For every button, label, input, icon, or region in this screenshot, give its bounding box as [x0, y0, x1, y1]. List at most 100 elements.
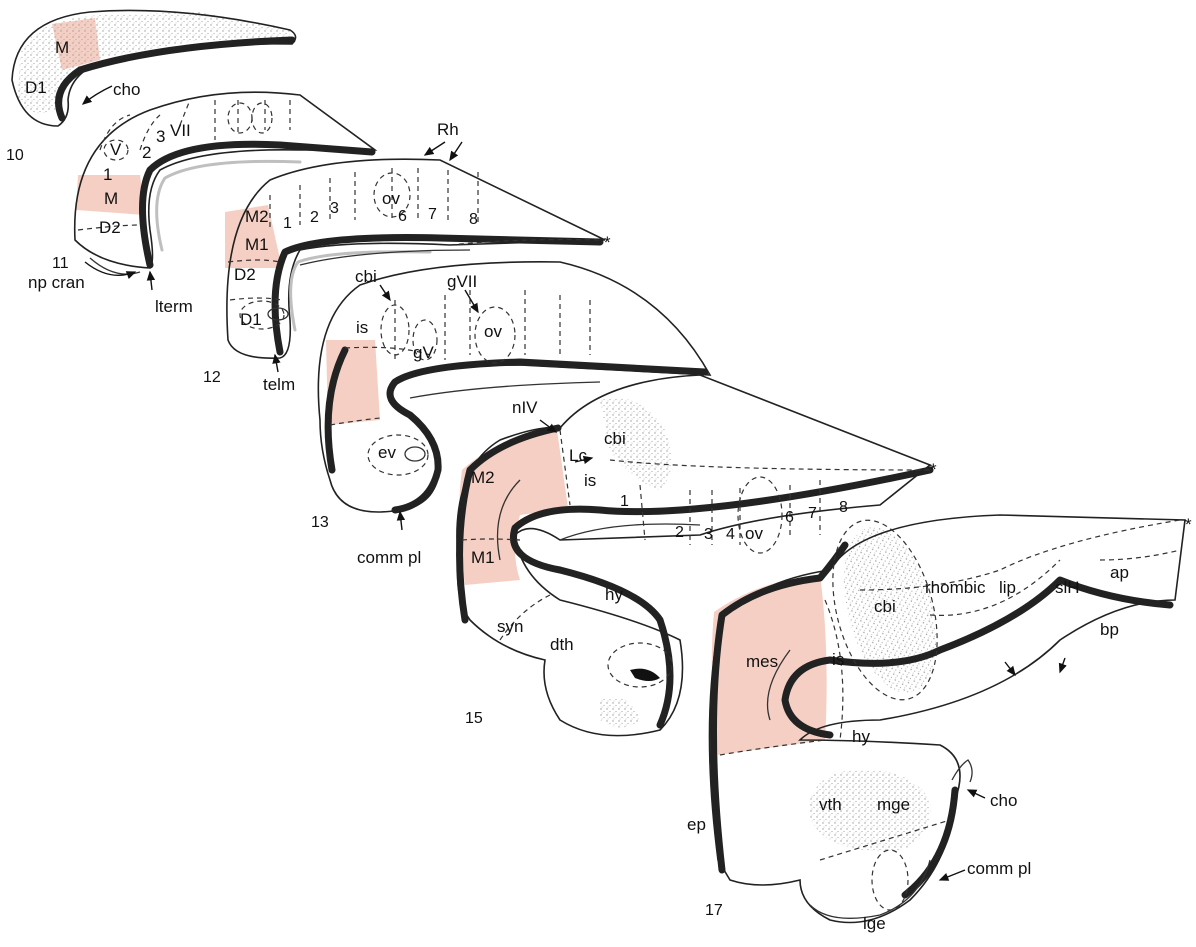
label-comm-pl-17: comm pl — [967, 859, 1031, 878]
label-is-13: is — [356, 318, 368, 337]
label-m1-15: M1 — [471, 548, 495, 567]
label-1-15: 1 — [620, 493, 629, 510]
label-rhombic: rhombic — [925, 578, 986, 597]
label-hy-17: hy — [852, 727, 870, 746]
arrow-gvii — [465, 290, 478, 312]
label-7-12: 7 — [428, 206, 437, 223]
label-bp: bp — [1100, 620, 1119, 639]
label-4-15: 4 — [726, 526, 735, 543]
stage11-oval-2 — [252, 103, 272, 133]
stage17-lge-oval — [872, 850, 908, 910]
label-d2-11: D2 — [99, 218, 121, 237]
label-stage-10: 10 — [6, 147, 24, 164]
label-hy-15: hy — [605, 585, 623, 604]
stage12-notochord — [300, 250, 470, 265]
label-ev: ev — [378, 443, 396, 462]
label-2-15: 2 — [675, 524, 684, 541]
label-cbi-15: cbi — [604, 429, 626, 448]
stage11-oval-1 — [228, 103, 252, 133]
stage-12-embryo — [225, 159, 605, 358]
star-17: * — [1185, 515, 1192, 534]
label-np-cran: np cran — [28, 273, 85, 292]
arrow-lip — [1005, 662, 1015, 675]
label-stage-15: 15 — [465, 710, 483, 727]
label-m2-15: M2 — [471, 468, 495, 487]
label-2-12: 2 — [310, 209, 319, 226]
star-15: * — [930, 460, 937, 479]
label-lip: lip — [999, 578, 1016, 597]
stage15-eye-black — [630, 669, 660, 681]
label-6-12: 6 — [398, 208, 407, 225]
label-m1-12: M1 — [245, 235, 269, 254]
label-lterm: lterm — [155, 297, 193, 316]
label-comm-pl-13: comm pl — [357, 548, 421, 567]
label-m-10: M — [55, 38, 69, 57]
label-stage-17: 17 — [705, 902, 723, 919]
label-mes: mes — [746, 652, 778, 671]
stage15-dth-oval — [608, 643, 672, 687]
label-3-12: 3 — [330, 200, 339, 217]
label-telm: telm — [263, 375, 295, 394]
label-d2-12: D2 — [234, 265, 256, 284]
label-cbi-13: cbi — [355, 267, 377, 286]
stage13-notochord — [410, 382, 600, 398]
star-12: * — [604, 233, 611, 252]
label-stage-13: 13 — [311, 514, 329, 531]
label-ov-15: ov — [745, 524, 763, 543]
label-vii: VII — [170, 121, 191, 140]
label-cho-17: cho — [990, 791, 1017, 810]
arrow-np-cran — [85, 262, 135, 275]
label-gvii: gVII — [447, 272, 477, 291]
label-d1-10: D1 — [25, 78, 47, 97]
label-lge: lge — [863, 914, 886, 933]
arrow-slh — [1060, 658, 1065, 672]
label-3-11: 3 — [156, 127, 165, 146]
label-m2-12: M2 — [245, 207, 269, 226]
label-is-17: is — [832, 650, 844, 669]
label-8-15: 8 — [839, 499, 848, 516]
label-ov-12: ov — [382, 189, 400, 208]
arrow-cho-10 — [83, 86, 112, 104]
arrow-rh-right — [450, 142, 462, 160]
label-v: V — [110, 140, 122, 159]
arrow-cho-17 — [968, 790, 985, 798]
label-lc: Lc — [569, 446, 587, 465]
arrow-cbi-13 — [380, 285, 390, 300]
label-d1-12: D1 — [240, 310, 262, 329]
stage12-rhombomere-lines — [228, 168, 600, 300]
label-2-11: 2 — [142, 143, 151, 162]
label-gv: gV — [413, 343, 434, 362]
label-ov-13: ov — [484, 322, 502, 341]
arrow-comm-pl-13 — [400, 512, 402, 530]
stage-11-embryo — [75, 92, 375, 274]
label-niv: nIV — [512, 398, 538, 417]
stage13-ev-oval — [368, 435, 428, 475]
label-rh: Rh — [437, 120, 459, 139]
label-slh: slH — [1055, 578, 1080, 597]
stage15-hy-stipple — [600, 698, 640, 728]
arrow-comm-pl-17 — [940, 870, 965, 880]
label-syn: syn — [497, 617, 523, 636]
label-1-11: 1 — [103, 165, 112, 184]
label-mge: mge — [877, 795, 910, 814]
label-6-15: 6 — [785, 509, 794, 526]
stage17-cho-curl — [952, 760, 972, 782]
label-7-15: 7 — [808, 505, 817, 522]
annotation-arrows — [83, 86, 1065, 880]
label-3-15: 3 — [704, 526, 713, 543]
label-is-15: is — [584, 471, 596, 490]
label-cho-10: cho — [113, 80, 140, 99]
label-ep: ep — [687, 815, 706, 834]
arrow-rh-left — [425, 142, 445, 155]
labels: M D1 cho 10 V 2 3 VII 1 M D2 11 np cran … — [6, 38, 1192, 933]
label-stage-12: 12 — [203, 369, 221, 386]
label-stage-11: 11 — [52, 255, 69, 272]
label-vth: vth — [819, 795, 842, 814]
label-cbi-17: cbi — [874, 597, 896, 616]
label-m-11: M — [104, 189, 118, 208]
arrow-lterm — [150, 272, 152, 290]
label-8-12: 8 — [469, 211, 478, 228]
label-dth: dth — [550, 635, 574, 654]
